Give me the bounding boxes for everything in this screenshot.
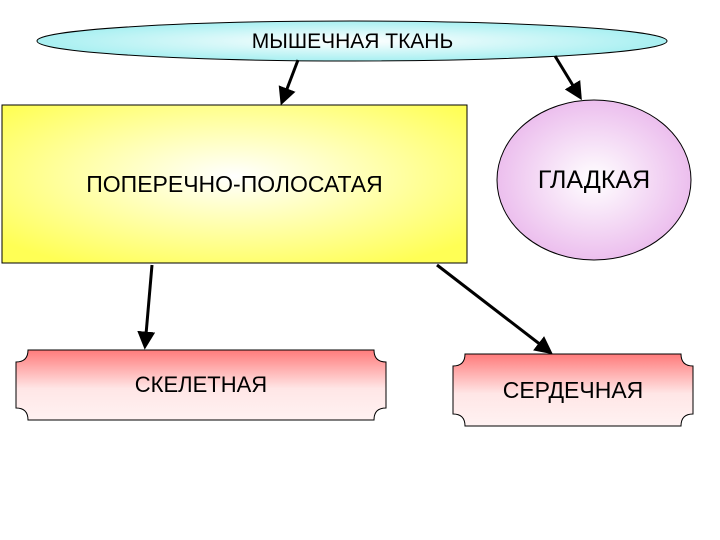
- cardiac-label: СЕРДЕЧНАЯ: [502, 376, 644, 403]
- root-label: МЫШЕЧНАЯ ТКАНЬ: [251, 30, 454, 53]
- arrow-striated-to-skeletal: [137, 264, 156, 350]
- arrow-striated-to-cardiac: [436, 263, 553, 355]
- root-node: [36, 20, 668, 62]
- arrow-root-to-smooth: [553, 55, 582, 101]
- skeletal-node: [15, 349, 387, 421]
- striated-node: [1, 104, 468, 264]
- striated-label: ПОПЕРЕЧНО-ПОЛОСАТАЯ: [86, 170, 383, 197]
- cardiac-node: [452, 353, 694, 427]
- smooth-node: [496, 99, 692, 261]
- skeletal-label: СКЕЛЕТНАЯ: [134, 372, 268, 397]
- arrow-root-to-striated: [278, 59, 300, 106]
- smooth-label: ГЛАДКАЯ: [537, 165, 651, 194]
